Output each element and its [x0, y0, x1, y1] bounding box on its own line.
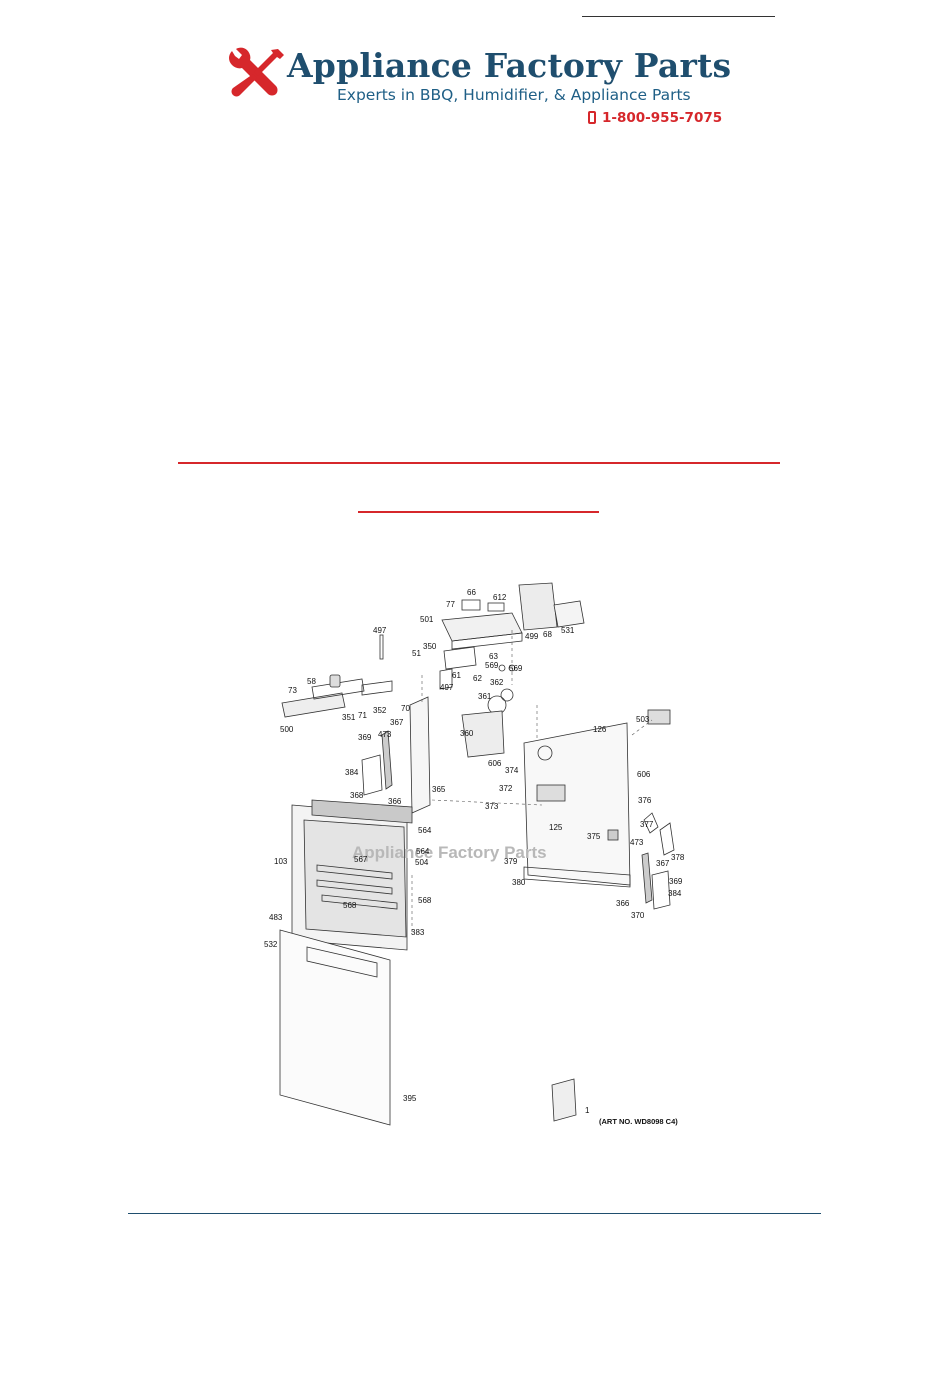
part-callout-500: 500 [280, 725, 294, 734]
part-callout-569: 569 [485, 661, 499, 670]
phone-number[interactable]: 1-800-955-7075 [602, 110, 723, 126]
part-callout-125: 125 [549, 823, 563, 832]
part-callout-62: 62 [473, 674, 482, 683]
brand-name[interactable]: Appliance Factory Parts [287, 46, 732, 85]
brand-tagline: Experts in BBQ, Humidifier, & Appliance … [337, 86, 691, 104]
part-callout-568: 568 [343, 901, 357, 910]
part-callout-606: 606 [488, 759, 502, 768]
part-callout-58: 58 [307, 677, 316, 686]
part-callout-376: 376 [638, 796, 652, 805]
part-callout-564: 564 [416, 847, 430, 856]
part-callout-606: 606 [637, 770, 651, 779]
part-callout-383: 383 [411, 928, 425, 937]
part-callout-497: 497 [373, 626, 387, 635]
part-callout-569: 569 [509, 664, 523, 673]
part-callout-369: 369 [669, 877, 683, 886]
part-callout-612: 612 [493, 593, 507, 602]
part-callout-126: 126 [593, 725, 607, 734]
part-callout-567: 567 [354, 855, 368, 864]
part-callout-63: 63 [489, 652, 498, 661]
part-callout-568: 568 [418, 896, 432, 905]
part-callout-73: 73 [288, 686, 297, 695]
part-callout-497: 497 [440, 683, 454, 692]
mobile-phone-icon [588, 111, 596, 124]
part-callout-367: 367 [656, 859, 670, 868]
crossed-wrench-screwdriver-icon [229, 47, 284, 97]
logo[interactable] [226, 47, 286, 101]
part-callout-369: 369 [358, 733, 372, 742]
part-callout-351: 351 [342, 713, 356, 722]
part-callout-51: 51 [412, 649, 421, 658]
diagram-svg: Appliance Factory Parts 66 77 612 501 499 68 5… [212, 575, 735, 1135]
part-callout-501: 501 [420, 615, 434, 624]
part-callout-350: 350 [423, 642, 437, 651]
part-callout-66: 66 [467, 588, 476, 597]
part-callout-352: 352 [373, 706, 387, 715]
part-callout-368: 368 [350, 791, 364, 800]
part-callout-564: 564 [418, 826, 432, 835]
top-rule [582, 16, 775, 17]
part-callout-366: 366 [616, 899, 630, 908]
part-callout-372: 372 [499, 784, 513, 793]
part-callout-503: 503 [636, 715, 650, 724]
part-callout-499: 499 [525, 632, 539, 641]
part-callout-365: 365 [432, 785, 446, 794]
part-callout-531: 531 [561, 626, 575, 635]
part-callout-367: 367 [390, 718, 404, 727]
part-callout-384: 384 [668, 889, 682, 898]
part-callout-374: 374 [505, 766, 519, 775]
part-callout-380: 380 [512, 878, 526, 887]
part-callout-375: 375 [587, 832, 601, 841]
exploded-parts-diagram: Appliance Factory Parts 66 77 612 501 499 68 5… [212, 575, 735, 1135]
part-callout-504: 504 [415, 858, 429, 867]
part-callout-366: 366 [388, 797, 402, 806]
part-callout-361: 361 [478, 692, 492, 701]
part-callout-61: 61 [452, 671, 461, 680]
part-callout-71: 71 [358, 711, 367, 720]
part-callout-360: 360 [460, 729, 474, 738]
part-callout-483: 483 [269, 913, 283, 922]
part-callout-377: 377 [640, 820, 654, 829]
part-callout-384: 384 [345, 768, 359, 777]
part-callout-70: 70 [401, 704, 410, 713]
art-number: (ART NO. WD8098 C4) [599, 1117, 678, 1126]
part-callout-103: 103 [274, 857, 288, 866]
part-callout-373: 373 [485, 802, 499, 811]
part-callout-1: 1 [585, 1106, 590, 1115]
red-divider-short [358, 511, 599, 513]
part-callout-473: 473 [378, 730, 392, 739]
part-callout-473: 473 [630, 838, 644, 847]
bottom-divider [128, 1213, 821, 1214]
part-callout-378: 378 [671, 853, 685, 862]
part-callout-68: 68 [543, 630, 552, 639]
part-callout-532: 532 [264, 940, 278, 949]
part-callout-379: 379 [504, 857, 518, 866]
part-callout-370: 370 [631, 911, 645, 920]
part-callout-395: 395 [403, 1094, 417, 1103]
red-divider-long [178, 462, 780, 464]
part-callout-77: 77 [446, 600, 455, 609]
diagram-watermark: Appliance Factory Parts [352, 843, 547, 862]
part-callout-362: 362 [490, 678, 504, 687]
